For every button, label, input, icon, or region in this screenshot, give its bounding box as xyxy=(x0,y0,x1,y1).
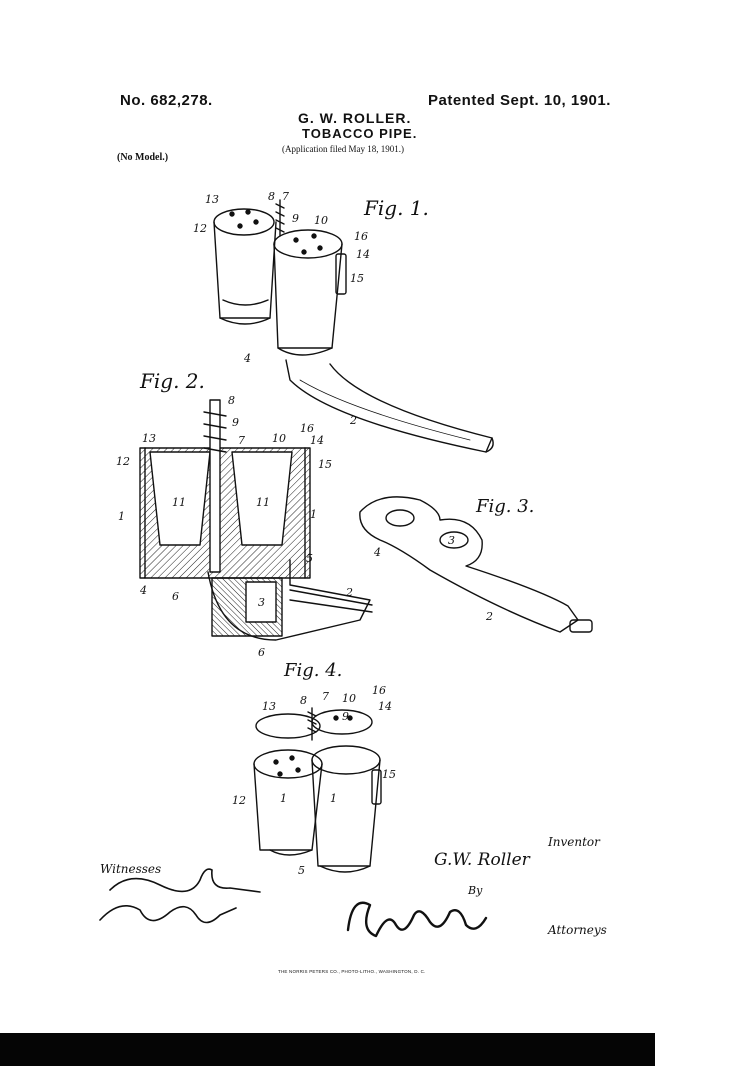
inventor-label: Inventor xyxy=(548,835,600,849)
ref-1-fig4-left: 1 xyxy=(280,792,287,805)
ref-15: 15 xyxy=(350,272,364,285)
ref-16-fig2: 16 xyxy=(300,422,314,435)
ref-9: 9 xyxy=(292,212,299,225)
ref-12-fig4: 12 xyxy=(232,794,246,807)
ref-5-fig2: 5 xyxy=(306,552,313,565)
patent-title: TOBACCO PIPE. xyxy=(302,126,418,141)
ref-9-fig2: 9 xyxy=(232,416,239,429)
no-model-note: (No Model.) xyxy=(117,152,169,163)
figure-2-drawing xyxy=(139,399,373,641)
ref-1-fig4-right: 1 xyxy=(330,792,337,805)
ref-4-fig2: 4 xyxy=(139,584,147,597)
ref-10: 10 xyxy=(314,214,328,227)
by-label: By xyxy=(468,884,483,897)
ref-16-fig4: 16 xyxy=(372,684,386,697)
application-filed: (Application filed May 18, 1901.) xyxy=(282,144,404,154)
inventor-signature: G.W. Roller xyxy=(434,850,530,870)
attorney-label: Attorneys xyxy=(548,923,607,937)
fig4-label: Fig. 4. xyxy=(283,660,342,681)
ref-7: 7 xyxy=(282,190,289,203)
ref-15-fig4: 15 xyxy=(382,768,396,781)
scan-bottom-border xyxy=(0,1033,655,1066)
ref-8-fig2: 8 xyxy=(228,394,235,407)
ref-6-bottom: 6 xyxy=(258,646,265,659)
ref-9-fig4: 9 xyxy=(342,710,349,723)
ref-10-fig2: 10 xyxy=(272,432,286,445)
ref-2: 2 xyxy=(349,414,357,427)
ref-13: 13 xyxy=(205,193,219,206)
inventor-name: G. W. ROLLER. xyxy=(298,110,412,126)
ref-10-fig4: 10 xyxy=(342,692,356,705)
ref-4-fig3: 4 xyxy=(373,546,381,559)
ref-7-fig4: 7 xyxy=(322,690,329,703)
ref-4: 4 xyxy=(243,352,251,365)
ref-16: 16 xyxy=(354,230,368,243)
witness-signatures xyxy=(99,868,261,924)
attorney-signature xyxy=(346,901,488,938)
ref-11-left: 11 xyxy=(172,496,186,509)
ref-2-fig2: 2 xyxy=(345,586,353,599)
ref-14: 14 xyxy=(356,248,370,261)
ref-12: 12 xyxy=(193,222,207,235)
fig2-label: Fig. 2. xyxy=(139,369,205,393)
ref-5-fig4: 5 xyxy=(298,864,305,877)
patent-number: No. 682,278. xyxy=(120,92,213,109)
ref-1-left: 1 xyxy=(118,510,125,523)
ref-2-fig3: 2 xyxy=(485,610,493,623)
ref-1-right: 1 xyxy=(310,508,317,521)
fig1-label: Fig. 1. xyxy=(363,196,429,220)
ref-8: 8 xyxy=(268,190,275,203)
ref-11-right: 11 xyxy=(256,496,270,509)
ref-3-fig2: 3 xyxy=(258,596,265,609)
ref-13-fig2: 13 xyxy=(142,432,156,445)
ref-12-fig2: 12 xyxy=(116,455,130,468)
ref-15-fig2: 15 xyxy=(318,458,332,471)
ref-3-fig3: 3 xyxy=(448,534,455,547)
witnesses-label: Witnesses xyxy=(100,862,162,876)
ref-14-fig4: 14 xyxy=(378,700,392,713)
fig3-label: Fig. 3. xyxy=(475,496,534,517)
figure-1-drawing xyxy=(213,199,494,453)
printer-credit: THE NORRIS PETERS CO., PHOTO-LITHO., WAS… xyxy=(278,969,426,974)
ref-6-left: 6 xyxy=(172,590,179,603)
ref-8-fig4: 8 xyxy=(300,694,307,707)
figure-3-drawing xyxy=(359,496,593,633)
ref-7-fig2: 7 xyxy=(238,434,245,447)
figure-4-drawing xyxy=(253,707,382,873)
ref-13-fig4: 13 xyxy=(262,700,276,713)
patented-date: Patented Sept. 10, 1901. xyxy=(428,92,611,109)
ref-14-fig2: 14 xyxy=(310,434,324,447)
